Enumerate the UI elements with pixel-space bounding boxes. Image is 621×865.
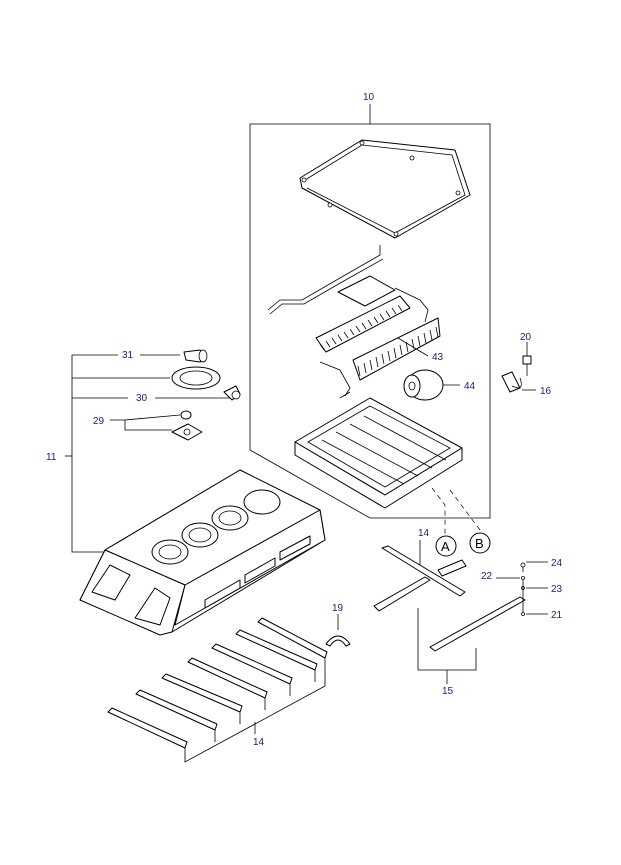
fan-29 bbox=[171, 410, 203, 441]
duct-slat bbox=[257, 617, 328, 670]
clamp-19 bbox=[325, 614, 351, 647]
main-housing-11 bbox=[79, 469, 326, 636]
clip-16 bbox=[501, 371, 536, 393]
label-11: 11 bbox=[46, 452, 57, 463]
duct-slats-14 bbox=[107, 617, 328, 763]
duct-slat bbox=[211, 643, 293, 696]
label-44: 44 bbox=[464, 381, 476, 392]
label-23: 23 bbox=[551, 584, 563, 595]
blower-motor-44 bbox=[403, 369, 460, 401]
fasteners-21-24 bbox=[496, 561, 548, 616]
label-29: 29 bbox=[93, 416, 105, 427]
label-21: 21 bbox=[551, 610, 563, 621]
bolt-20 bbox=[522, 342, 532, 376]
label-16: 16 bbox=[540, 386, 552, 397]
label-24: 24 bbox=[551, 558, 563, 569]
air-outlet-disc bbox=[171, 366, 221, 390]
callout-a: A bbox=[441, 539, 450, 554]
knob-30 bbox=[223, 385, 241, 401]
label-30: 30 bbox=[136, 393, 148, 404]
label-14-lower: 14 bbox=[253, 737, 265, 748]
heater-pipes bbox=[267, 245, 429, 397]
reference-callouts bbox=[431, 487, 491, 557]
group-11-leaders bbox=[65, 354, 232, 553]
label-10: 10 bbox=[363, 92, 375, 103]
heat-exchanger-core-1 bbox=[315, 295, 411, 353]
callout-b: B bbox=[475, 536, 484, 551]
vent-nozzle-31 bbox=[183, 349, 208, 363]
duct-slat bbox=[107, 707, 188, 760]
group-10-frame bbox=[249, 104, 491, 519]
duct-slat bbox=[187, 657, 268, 710]
duct-slat bbox=[161, 673, 243, 724]
label-19: 19 bbox=[332, 603, 344, 614]
heater-cover-plate bbox=[299, 139, 471, 239]
duct-slat bbox=[135, 689, 218, 742]
rail-14-upper bbox=[381, 540, 467, 597]
label-15: 15 bbox=[442, 686, 454, 697]
label-43: 43 bbox=[432, 352, 444, 363]
heater-core-plate bbox=[337, 275, 396, 307]
rail-15 bbox=[373, 576, 526, 684]
duct-slat bbox=[235, 629, 318, 682]
label-22: 22 bbox=[481, 571, 493, 582]
heat-exchanger-core-2 bbox=[352, 317, 441, 381]
label-14-upper: 14 bbox=[418, 528, 430, 539]
label-20: 20 bbox=[520, 332, 532, 343]
label-31: 31 bbox=[122, 350, 134, 361]
heater-base-tray bbox=[294, 391, 463, 509]
